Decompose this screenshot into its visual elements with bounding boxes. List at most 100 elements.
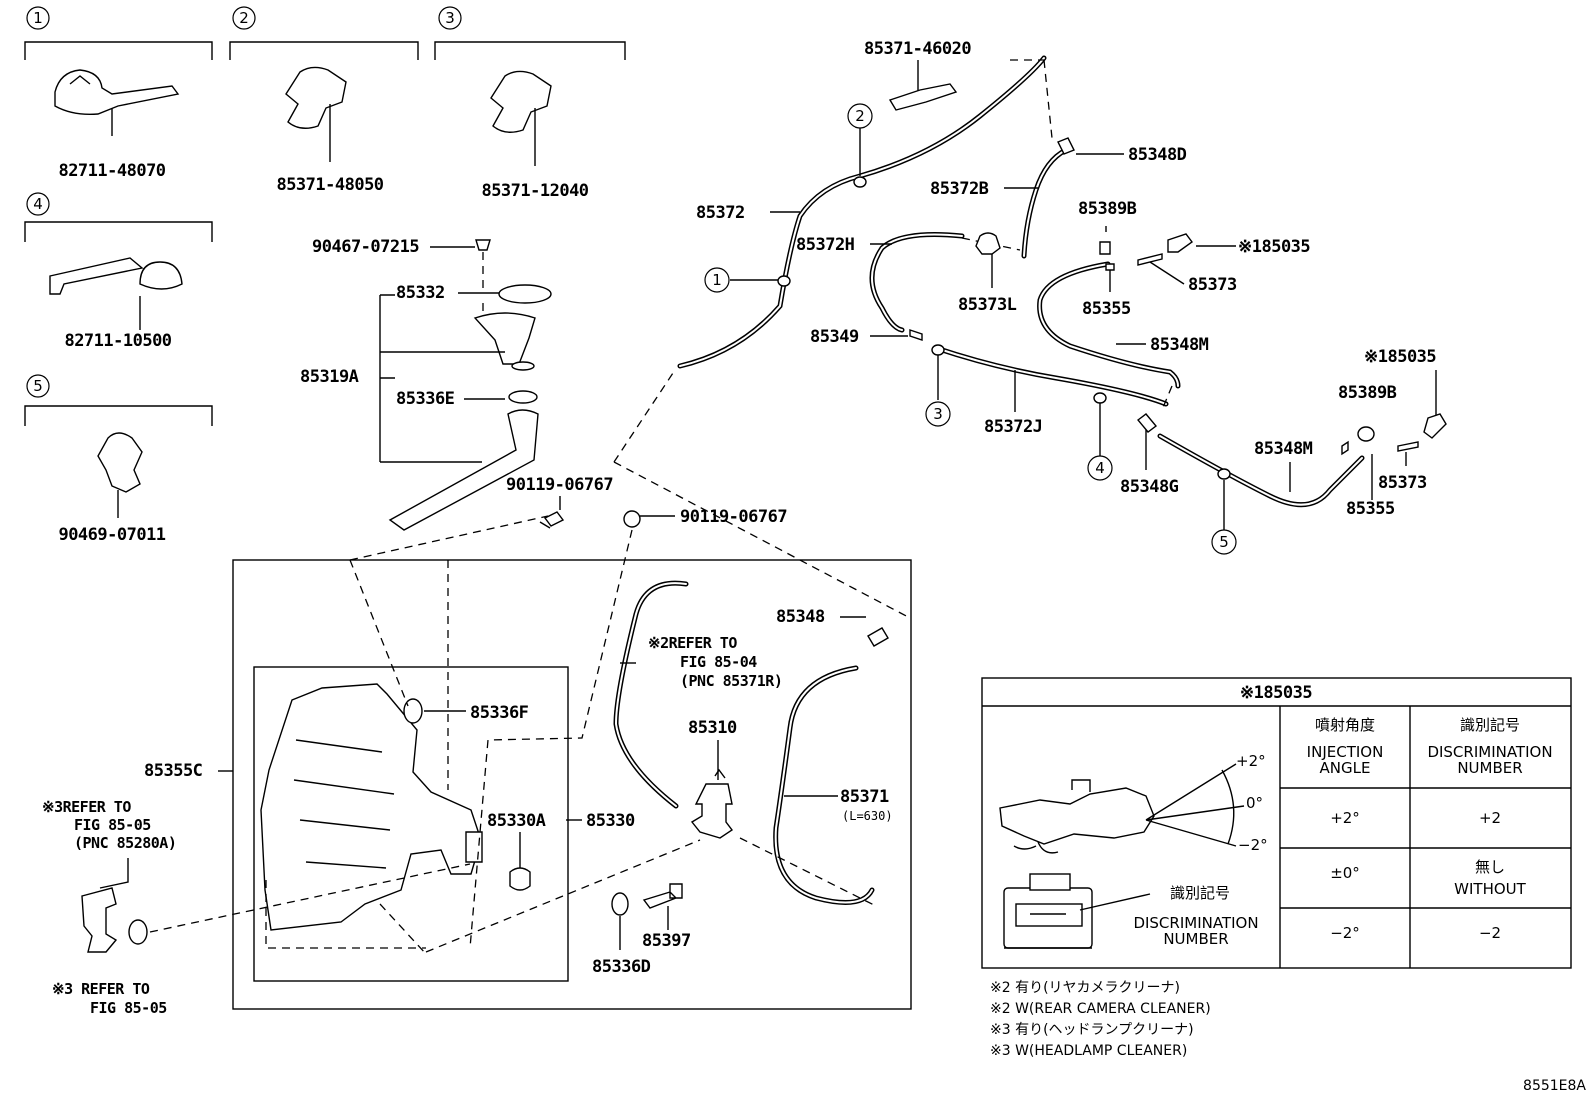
tank-frame-outer: [232, 559, 912, 1010]
bracket-85371-46020: 85371-46020: [864, 39, 972, 111]
label-90467-07215: 90467-07215: [312, 237, 419, 257]
clip-1-number: 1: [33, 9, 43, 27]
hose-85372H: 85372H: [796, 232, 1021, 333]
clip-5-icon: [97, 432, 143, 518]
tank-frame-inner: [253, 666, 569, 982]
label-85355C: 85355C: [144, 761, 202, 781]
label-90119-06767-a: 90119-06767: [506, 475, 613, 495]
headlamp-pump-icon: [81, 887, 118, 953]
grommet-85330A-group: 85330A 85330: [487, 811, 635, 891]
grommet-85330A-icon: [509, 867, 531, 891]
note-ref3a-line2: FIG 85-05: [74, 816, 151, 834]
filler-neck-icon: [473, 312, 536, 365]
label-85310: 85310: [688, 718, 737, 738]
label-85371-length: (L=630): [842, 809, 893, 823]
row2-angle: ±0°: [1330, 864, 1360, 882]
clip-2-number: 2: [239, 9, 249, 27]
col-disc-en-1: DISCRIMINATION: [1427, 743, 1552, 761]
nozzle-illustration: +2° 0° −2°: [999, 752, 1268, 854]
footnote-1: ※2 有り(リヤカメラクリーナ): [990, 980, 1180, 996]
label-85372B: 85372B: [930, 179, 989, 199]
washer-tank-icon: [260, 683, 483, 931]
callout-5: 5: [1219, 533, 1229, 551]
clip-5-number: 5: [33, 377, 43, 395]
clip-85373L: 85373L: [958, 232, 1017, 315]
label-85348M-a: 85348M: [1150, 335, 1209, 355]
clip-4-group: 4 82711-10500: [24, 192, 213, 351]
label-85355-a: 85355: [1082, 299, 1131, 319]
clip-4-icon: [49, 257, 183, 330]
label-85389B-b: 85389B: [1338, 383, 1397, 403]
row2-disc: 無し: [1475, 858, 1505, 876]
footnote-2: ※2 W(REAR CAMERA CLEANER): [990, 1001, 1211, 1017]
bolt-b-group: 90119-06767: [623, 507, 788, 528]
headlamp-grommet-icon: [128, 919, 148, 945]
nozzle-85035-b-icon: [1423, 413, 1447, 439]
note-ref2-line3: (PNC 85371R): [680, 672, 782, 690]
label-85373-a: 85373: [1188, 275, 1237, 295]
clip-3-number: 3: [445, 9, 455, 27]
note-ref3b-line2: FIG 85-05: [90, 999, 167, 1017]
clip-5-group: 5 90469-07011: [24, 374, 213, 545]
filler-pipe-icon: [388, 409, 539, 531]
callout-4: 4: [1095, 459, 1105, 477]
label-85336F: 85336F: [470, 703, 529, 723]
label-85336D: 85336D: [592, 957, 651, 977]
rear-camera-hose-group: ※2REFER TO FIG 85-04 (PNC 85371R): [613, 580, 783, 809]
grommet-85336F-icon: [403, 698, 423, 724]
col-angle-jp: 噴射角度: [1315, 716, 1375, 734]
label-85372J: 85372J: [984, 417, 1042, 437]
label-85372H: 85372H: [796, 235, 855, 255]
hose-85372B: 85372B 85348D: [930, 137, 1187, 259]
label-85371-46020: 85371-46020: [864, 39, 971, 59]
col-angle-en-1: INJECTION: [1307, 743, 1384, 761]
callout-1: 1: [712, 271, 722, 289]
washer-pump-icon: [690, 783, 734, 839]
label-90119-06767-b: 90119-06767: [680, 507, 787, 527]
label-85371: 85371: [840, 787, 889, 807]
connector-85348-icon: [867, 627, 889, 647]
label-85397: 85397: [642, 931, 691, 951]
note-ref2-line2: FIG 85-04: [680, 653, 757, 671]
clip-90467-icon: [475, 239, 491, 251]
row2-disc-2: WITHOUT: [1454, 880, 1526, 898]
hose-85372: 85372: [677, 55, 1053, 369]
callout-3: 3: [933, 405, 943, 423]
joint-85348G: 85348G: [1120, 413, 1179, 497]
footnotes: ※2 有り(リヤカメラクリーナ) ※2 W(REAR CAMERA CLEANE…: [990, 980, 1211, 1059]
row3-angle: −2°: [1330, 924, 1360, 942]
note-ref3b-line1: ※3 REFER TO: [52, 980, 150, 998]
label-85389B-a: 85389B: [1078, 199, 1137, 219]
angle-zero-label: 0°: [1246, 794, 1263, 812]
angle-minus-label: −2°: [1238, 836, 1268, 854]
note-ref2-line1: ※2REFER TO: [648, 634, 737, 652]
label-85349: 85349: [810, 327, 859, 347]
bolt-b-icon: [623, 510, 641, 528]
label-85330: 85330: [586, 811, 635, 831]
col-disc-jp: 識別記号: [1460, 716, 1520, 734]
discrimination-illustration: 識別記号 DISCRIMINATION NUMBER: [1003, 873, 1259, 949]
note-ref3a-line1: ※3REFER TO: [42, 798, 131, 816]
col-disc-en-2: NUMBER: [1457, 759, 1522, 777]
hose-85348M-b: 85348M: [1157, 433, 1365, 508]
callout-2: 2: [855, 107, 865, 125]
label-85373L: 85373L: [958, 295, 1017, 315]
footnote-4: ※3 W(HEADLAMP CLEANER): [990, 1043, 1187, 1059]
hose-85372J: 85372J: [933, 345, 1169, 437]
hose-clip-callouts: 1 2 3 4 5: [704, 103, 1237, 555]
hose-85348M-a: 85348M: [1037, 261, 1209, 411]
clip-1-group: 1 82711-48070: [24, 6, 213, 181]
nozzle-assembly-a: 85389B 85355 85373 ※185035: [1078, 199, 1311, 319]
angle-plus-label: +2°: [1236, 752, 1266, 770]
label-85319A: 85319A: [300, 367, 359, 387]
clip-3-part-number: 85371-12040: [481, 181, 588, 201]
disc-label-jp: 識別記号: [1170, 884, 1230, 902]
label-85348: 85348: [776, 607, 825, 627]
footnote-3: ※3 有り(ヘッドランプクリーナ): [990, 1022, 1194, 1038]
assembly-dashed-lines: [149, 369, 911, 955]
grommet-85336D-group: 85336D: [592, 892, 651, 977]
joint-85349: 85349: [810, 327, 923, 347]
pump-85310-group: 85310: [688, 718, 737, 839]
label-85348M-b: 85348M: [1254, 439, 1313, 459]
